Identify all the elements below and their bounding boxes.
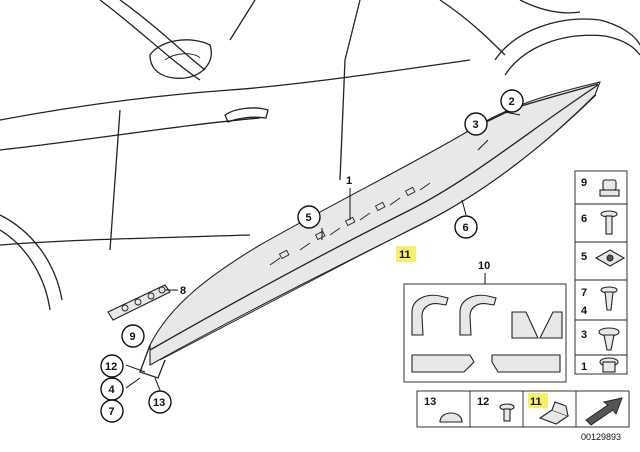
screw-icon [600,286,618,311]
svg-text:11: 11 [399,249,411,261]
fastener-row-label: 7 [581,287,587,299]
callout-5: 5 [297,205,321,229]
fastener-row-label: 6 [581,213,587,225]
svg-text:13: 13 [153,397,165,409]
fastener-row-label: 9 [581,177,587,189]
trim-kit-panel [403,283,567,383]
callout-1: 1 [346,175,352,187]
callout-11-highlight: 11 [396,246,416,262]
callout-13: 13 [148,390,172,414]
leader-lines [125,111,521,391]
svg-text:10: 10 [478,260,490,272]
bracket-9 [107,284,171,321]
svg-text:1: 1 [346,175,352,187]
arrow-icon [585,397,623,426]
callout-12: 12 [100,354,124,378]
svg-text:4: 4 [109,384,116,396]
clip-nut-icon [594,249,626,267]
callout-3: 3 [464,112,488,136]
grommet-icon [599,357,619,373]
svg-text:8: 8 [180,285,186,297]
svg-text:3: 3 [473,119,479,131]
callout-6: 6 [454,215,478,239]
callout-9: 9 [121,324,145,348]
bottom-item-label: 11 [530,396,542,408]
plug-cap-icon [439,412,463,423]
callout-8: 8 [180,285,186,297]
fastener-row-label: 1 [581,361,587,373]
bolt-icon [600,210,618,235]
callout-10: 10 [478,260,490,272]
callout-7: 7 [100,399,124,423]
car-body-outline [0,0,640,311]
svg-text:12: 12 [105,361,117,373]
fastener-row-label: 3 [581,329,587,341]
svg-text:2: 2 [509,96,515,108]
svg-text:6: 6 [463,222,469,234]
diagram-number: 00129893 [581,432,621,442]
svg-text:9: 9 [130,331,136,343]
expanding-nut-icon [499,403,515,422]
bottom-parts-panel: 13 12 11 [416,390,630,428]
bottom-item-label: 12 [477,396,489,408]
clamp-clip-icon [538,401,570,425]
fastener-row-label: 4 [581,305,588,317]
svg-text:5: 5 [306,212,312,224]
fastener-panel: 9 6 5 7 4 3 1 [574,170,628,375]
rivet-clip-icon [598,327,620,351]
callout-2: 2 [500,89,524,113]
svg-text:7: 7 [109,406,115,418]
bottom-item-label: 13 [424,396,436,408]
fastener-row-label: 5 [581,251,587,263]
callout-4: 4 [100,377,124,401]
nut-icon [599,179,620,197]
side-skirt [139,81,601,379]
